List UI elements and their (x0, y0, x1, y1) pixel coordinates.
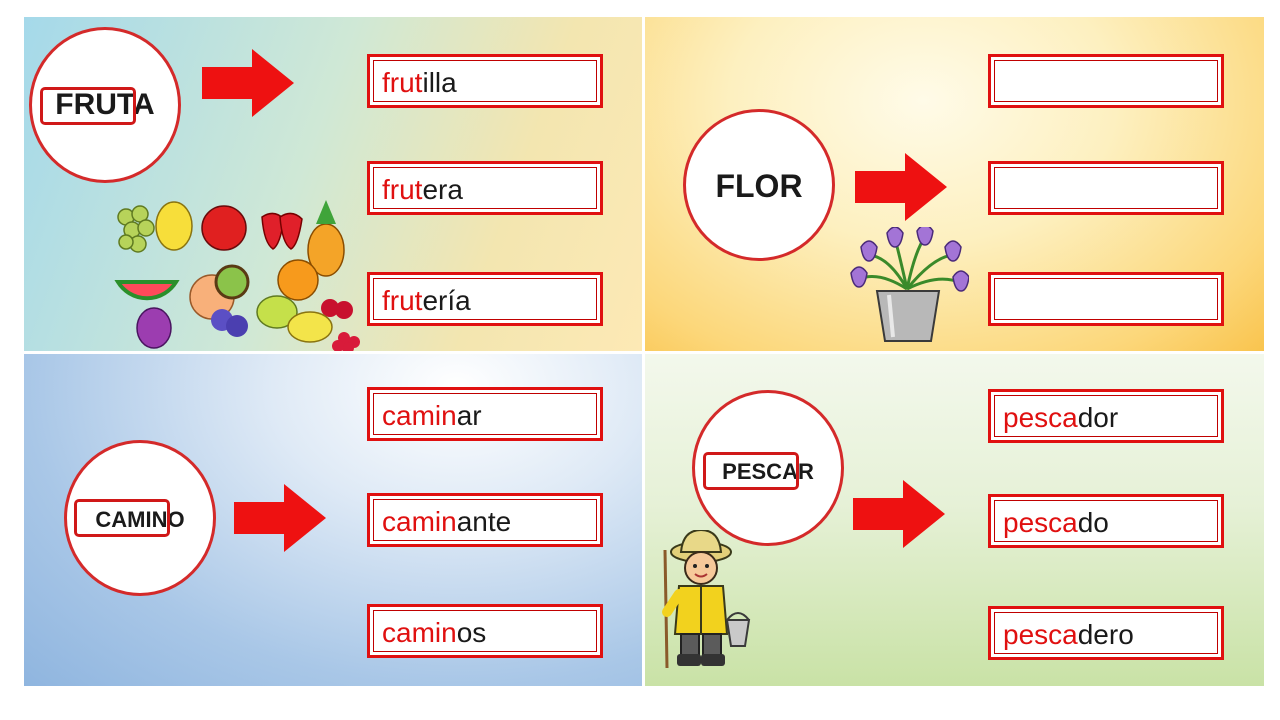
panel-flor: FLOR (645, 17, 1264, 351)
right-arrow-icon (855, 153, 947, 221)
panel-fruta: FRUTA frutilla frutera frutería (24, 17, 642, 351)
word-suffix: ar (456, 400, 482, 431)
derived-word-3: pescadero (1003, 619, 1134, 651)
derived-word-2: pescado (1003, 507, 1109, 539)
word-root: frut (382, 67, 423, 98)
word-suffix: do (1077, 507, 1109, 538)
derived-word-box-2[interactable]: frutera (367, 161, 603, 215)
word-root: pesca (1003, 402, 1078, 433)
derived-word-box-1[interactable]: pescador (988, 389, 1224, 443)
right-arrow-icon (234, 484, 326, 552)
flower-bucket-icon (850, 227, 969, 342)
word-circle: FRUTA (29, 27, 181, 183)
panel-pescar: PESCAR pescador pescado pescadero (645, 354, 1264, 686)
right-arrow-icon (202, 49, 294, 117)
word-root: pesca (1003, 507, 1078, 538)
word-suffix: dero (1077, 619, 1134, 650)
root-highlight (703, 452, 799, 490)
derived-word-box-3[interactable]: caminos (367, 604, 603, 658)
derived-word-2: caminante (382, 506, 511, 538)
fruits-illustration-icon (114, 200, 360, 351)
derived-word-box-1[interactable]: caminar (367, 387, 603, 441)
derived-word-box-2[interactable]: caminante (367, 493, 603, 547)
word-root: camin (382, 506, 457, 537)
derived-word-1: pescador (1003, 402, 1118, 434)
word-suffix: dor (1077, 402, 1119, 433)
base-word: FLOR (715, 168, 803, 204)
word-root: frut (382, 285, 423, 316)
word-root: frut (382, 174, 423, 205)
word-suffix: era (422, 174, 463, 205)
word-circle: PESCAR (692, 390, 844, 546)
derived-word-2: frutera (382, 174, 463, 206)
base-word: FRUTA (55, 88, 155, 121)
derived-word-1: frutilla (382, 67, 457, 99)
derived-word-box-3[interactable]: pescadero (988, 606, 1224, 660)
word-circle: FLOR (683, 109, 835, 261)
derived-word-box-3[interactable]: frutería (367, 272, 603, 326)
word-suffix: ería (422, 285, 471, 316)
root-highlight (74, 499, 170, 537)
right-arrow-icon (853, 480, 945, 548)
panel-camino: CAMINO caminar caminante caminos (24, 354, 642, 686)
derived-word-box-2[interactable]: pescado (988, 494, 1224, 548)
word-suffix: illa (422, 67, 457, 98)
word-root: camin (382, 400, 457, 431)
derived-word-box-1[interactable]: frutilla (367, 54, 603, 108)
derived-word-box-1[interactable] (988, 54, 1224, 108)
word-root: pesca (1003, 619, 1078, 650)
fisherman-icon (662, 530, 751, 669)
derived-word-3: frutería (382, 285, 471, 317)
derived-word-3: caminos (382, 617, 486, 649)
word-root: camin (382, 617, 457, 648)
derived-word-box-3[interactable] (988, 272, 1224, 326)
derived-word-1: caminar (382, 400, 482, 432)
derived-word-box-2[interactable] (988, 161, 1224, 215)
word-suffix: ante (456, 506, 512, 537)
word-suffix: os (456, 617, 487, 648)
root-highlight (40, 87, 136, 125)
